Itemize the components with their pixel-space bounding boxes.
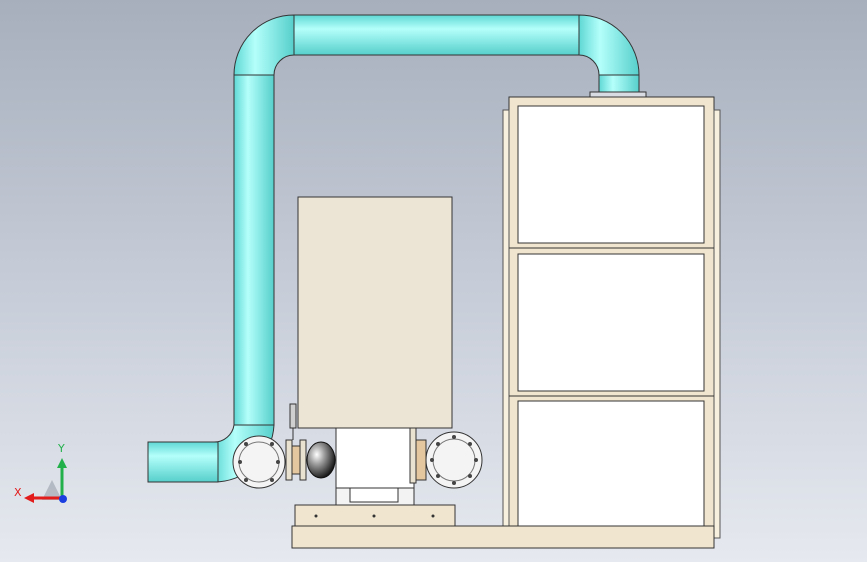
y-axis-label: Y <box>58 442 65 455</box>
tower-window-bottom <box>517 400 705 539</box>
z-axis-dot <box>59 495 67 503</box>
reference-triad: Y X <box>12 438 82 510</box>
tower-window-middle <box>517 253 705 392</box>
left-flange <box>232 435 286 489</box>
fan-housing[interactable] <box>297 196 453 429</box>
tower-window-top <box>517 105 705 244</box>
right-flange <box>425 431 483 489</box>
x-axis-label: X <box>14 486 22 499</box>
triad-axes <box>24 458 67 503</box>
base-platform[interactable] <box>291 504 715 549</box>
pump-assembly[interactable] <box>285 403 427 506</box>
filter-tower[interactable] <box>502 96 721 549</box>
